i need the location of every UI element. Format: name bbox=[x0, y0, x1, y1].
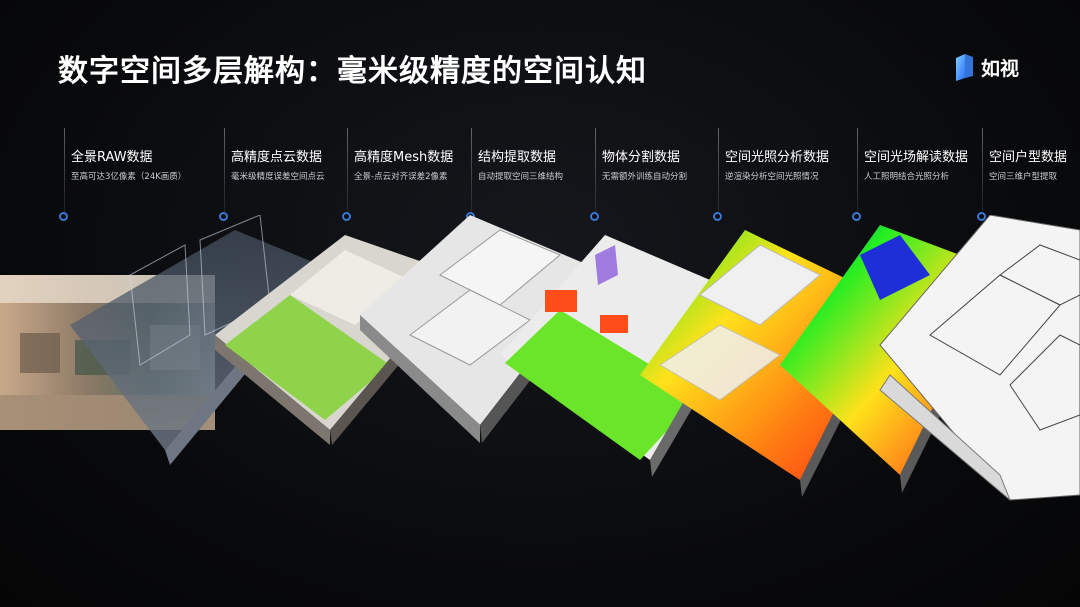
layer-subtitle: 人工照明结合光照分析 bbox=[864, 172, 950, 182]
page-title: 数字空间多层解构：毫米级精度的空间认知 bbox=[58, 54, 647, 89]
layer-label-raw: 全景RAW数据 至高可达3亿像素（24K画质） bbox=[58, 128, 186, 224]
brand-logo: 如视 bbox=[953, 52, 1019, 82]
layer-stack-illustration bbox=[0, 215, 1080, 501]
layer-label-lighting: 空间光照分析数据 逆渲染分析空间光照情况 bbox=[712, 128, 834, 224]
layer-label-segmentation: 物体分割数据 无需额外训练自动分割 bbox=[589, 128, 711, 224]
layer-labels: 全景RAW数据 至高可达3亿像素（24K画质） 高精度点云数据 毫米级精度误差空… bbox=[0, 0, 1080, 240]
layer-subtitle: 逆渲染分析空间光照情况 bbox=[725, 172, 819, 182]
layer-label-mesh: 高精度Mesh数据 全景-点云对齐误差2像素 bbox=[341, 128, 463, 224]
layer-title: 结构提取数据 bbox=[478, 150, 557, 165]
layer-title: 物体分割数据 bbox=[602, 150, 681, 165]
timeline-dot-icon bbox=[59, 212, 68, 221]
layer-label-lightfield: 空间光场解读数据 人工照明结合光照分析 bbox=[851, 128, 973, 224]
layer-subtitle: 毫米级精度误差空间点云 bbox=[231, 172, 325, 182]
timeline-dot-icon bbox=[713, 212, 722, 221]
layer-title: 空间光照分析数据 bbox=[725, 150, 830, 165]
layer-title: 全景RAW数据 bbox=[71, 150, 153, 165]
timeline-dot-icon bbox=[342, 212, 351, 221]
layer-title: 高精度点云数据 bbox=[231, 150, 323, 165]
layer-subtitle: 全景-点云对齐误差2像素 bbox=[354, 172, 448, 182]
timeline-dot-icon bbox=[219, 212, 228, 221]
brand-name: 如视 bbox=[981, 57, 1020, 80]
layer-label-structure: 结构提取数据 自动提取空间三维结构 bbox=[465, 128, 587, 224]
layer-subtitle: 无需额外训练自动分割 bbox=[602, 172, 688, 182]
layer-label-pointcloud: 高精度点云数据 毫米级精度误差空间点云 bbox=[218, 128, 340, 224]
brand-logo-icon bbox=[956, 54, 973, 81]
timeline-dot-icon bbox=[977, 212, 986, 221]
floorplan-layer bbox=[879, 215, 1080, 501]
timeline-dot-icon bbox=[852, 212, 861, 221]
layer-title: 高精度Mesh数据 bbox=[354, 150, 454, 165]
layer-label-floorplan: 空间户型数据 空间三维户型提取 bbox=[976, 128, 1080, 224]
layer-title: 空间光场解读数据 bbox=[864, 150, 969, 165]
layer-title: 空间户型数据 bbox=[989, 150, 1068, 165]
layer-subtitle: 至高可达3亿像素（24K画质） bbox=[71, 172, 187, 182]
layer-subtitle: 空间三维户型提取 bbox=[989, 172, 1058, 182]
layer-subtitle: 自动提取空间三维结构 bbox=[478, 172, 564, 182]
timeline-dot-icon bbox=[590, 212, 599, 221]
